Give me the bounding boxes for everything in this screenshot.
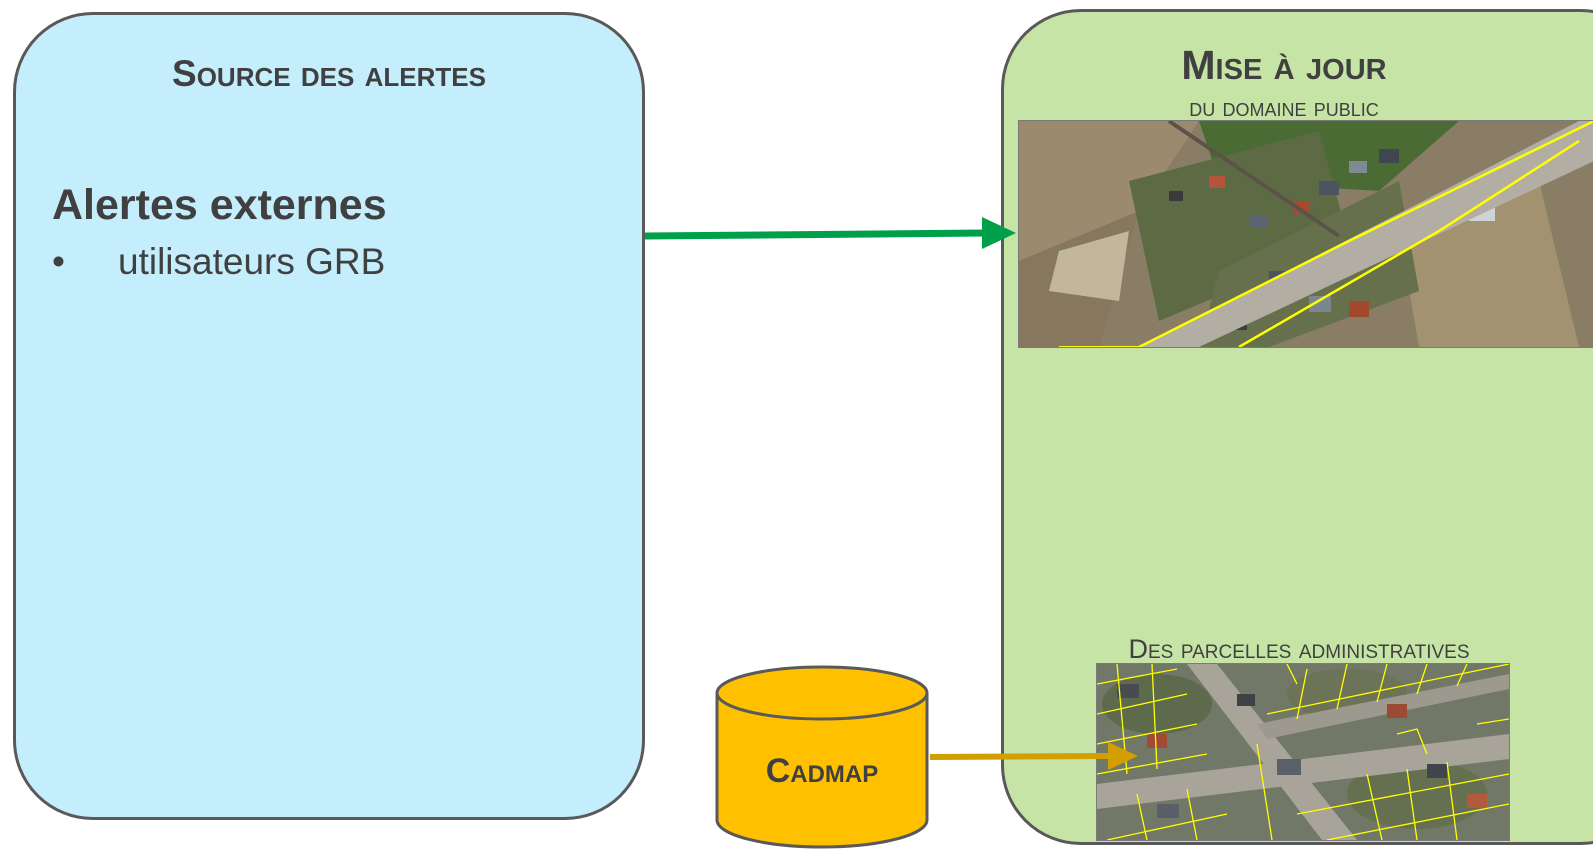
aerial-street-photo — [1018, 120, 1593, 348]
cadmap-label: Cadmap — [765, 752, 879, 790]
arrow-cadmap-to-parcels — [929, 742, 1138, 770]
bullet-icon: • — [52, 241, 65, 282]
update-panel-title: Mise à jour — [1181, 42, 1387, 88]
aerial-street-image — [1019, 121, 1593, 347]
parcels-label: Des parcelles administratives — [1128, 634, 1470, 664]
list-item-text: utilisateurs GRB — [118, 241, 386, 282]
external-alerts-heading: Alertes externes — [52, 181, 387, 229]
arrow-source-to-update — [644, 217, 1016, 249]
aerial-parcels-photo — [1096, 663, 1510, 841]
cadmap-database-icon — [715, 665, 929, 849]
aerial-parcels-image — [1097, 664, 1509, 840]
source-panel-title: Source des alertes — [172, 53, 486, 94]
source-panel: Source des alertes Alertes externes • uti… — [13, 12, 645, 820]
alerts-list: • utilisateurs GRB — [52, 241, 385, 283]
update-panel-subtitle: du domaine public — [1189, 92, 1379, 122]
list-item: • utilisateurs GRB — [52, 241, 385, 283]
